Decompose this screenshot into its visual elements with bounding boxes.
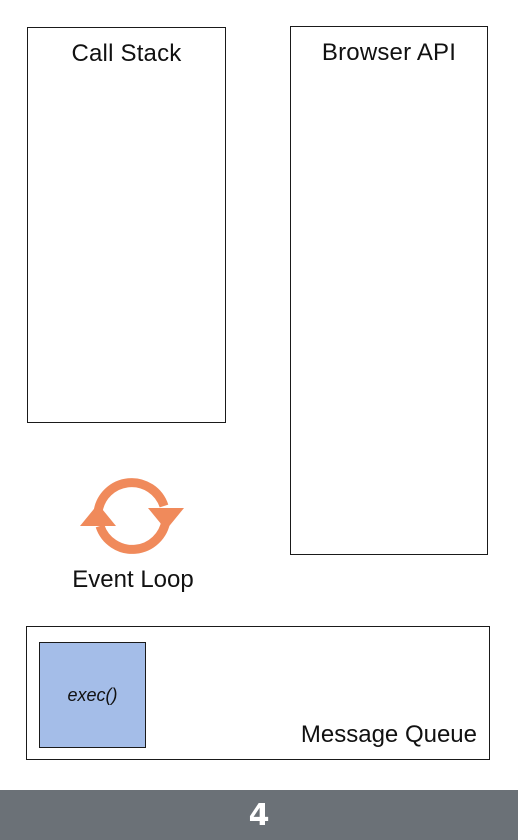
step-indicator-bar: 4 [0,790,518,840]
browser-api-title: Browser API [321,39,457,66]
queue-item-label: exec() [67,684,118,705]
step-number: 4 [248,797,270,833]
browser-api-panel: Browser API [290,26,488,555]
event-loop-label: Event Loop [72,566,194,593]
call-stack-title: Call Stack [71,40,182,67]
message-queue-panel: exec() Message Queue [26,626,490,760]
message-queue-title: Message Queue [300,721,477,748]
call-stack-panel: Call Stack [27,27,226,423]
queue-item-exec: exec() [39,642,146,748]
refresh-cycle-icon [80,478,184,554]
